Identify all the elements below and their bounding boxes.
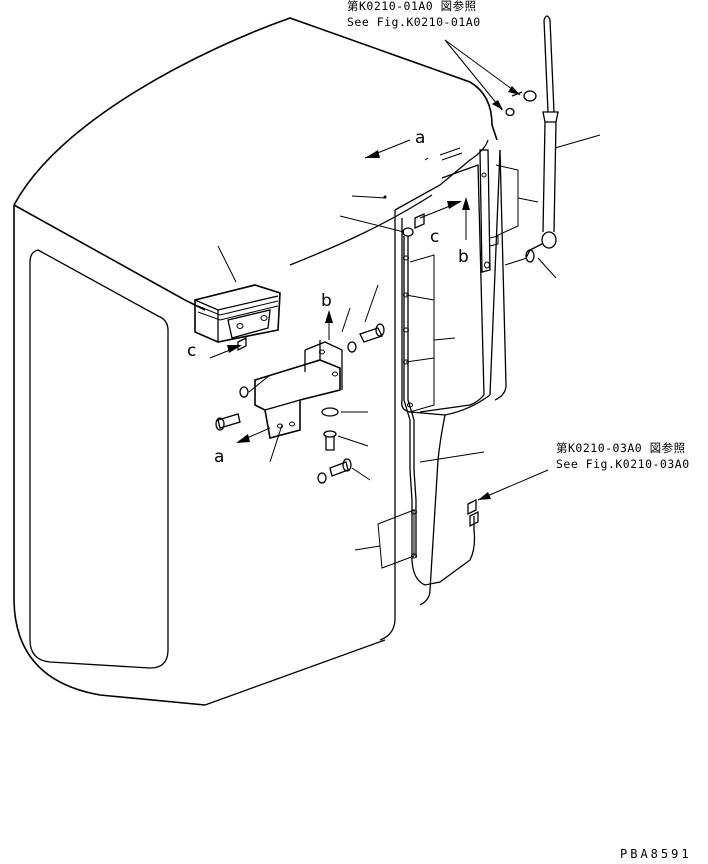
bolt-upper <box>347 323 385 353</box>
bolt-lower <box>317 458 352 484</box>
view-label-a-bottom: a <box>214 447 224 467</box>
view-label-c-left: c <box>187 341 196 361</box>
view-label-c-right: c <box>430 227 439 247</box>
ref-bottom-en: See Fig.K0210-03A0 <box>556 457 690 471</box>
reference-arrows <box>444 39 549 501</box>
radio-unit <box>194 284 281 352</box>
antenna-bracket <box>479 149 499 273</box>
bolt-left <box>215 386 249 431</box>
ref-top-en: See Fig.K0210-01A0 <box>347 15 481 29</box>
view-label-a-top: a <box>415 128 425 148</box>
cable-connector <box>467 498 479 528</box>
radio-bracket <box>254 340 343 439</box>
view-arrows <box>209 139 470 443</box>
figure-code: PBA8591 <box>620 847 692 861</box>
clip-groups <box>377 164 519 569</box>
antenna <box>504 15 559 266</box>
antenna-bolt-set <box>505 90 537 117</box>
ref-bottom-jp: 第K0210-03A0 図参照 <box>556 441 686 455</box>
view-label-b-right: b <box>458 247 469 267</box>
cab-body <box>13 17 507 706</box>
leader-lines <box>217 134 601 551</box>
ref-top-jp: 第K0210-01A0 図参照 <box>347 0 477 13</box>
front-window <box>29 249 169 669</box>
roof-details <box>383 147 463 199</box>
bolt-vertical <box>321 407 339 451</box>
view-label-b-center: b <box>321 291 332 311</box>
